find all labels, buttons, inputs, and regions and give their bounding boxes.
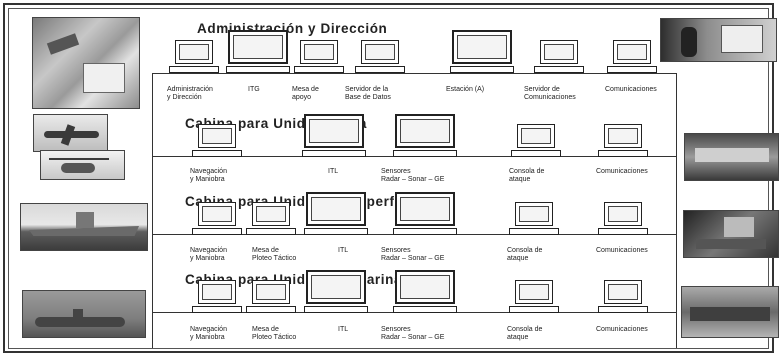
monitor-icon: [252, 280, 290, 304]
keyboard-icon: [598, 306, 648, 313]
keyboard-icon: [393, 228, 457, 235]
keyboard-icon: [294, 66, 344, 73]
monitor-icon: [515, 202, 553, 226]
keyboard-icon: [598, 228, 648, 235]
monitor-icon: [515, 280, 553, 304]
terminal-label: Navegación y Maniobra: [190, 168, 227, 183]
monitor-icon: [604, 202, 642, 226]
keyboard-icon: [607, 66, 657, 73]
keyboard-icon: [192, 228, 242, 235]
terminal-label: Servidor de la Base de Datos: [345, 86, 391, 101]
admin-title: Administración y Dirección: [197, 21, 388, 36]
operator-photo: [660, 18, 777, 62]
monitor-icon: [252, 202, 290, 226]
submarine-photo: [22, 290, 146, 338]
keyboard-icon: [511, 150, 561, 157]
keyboard-icon: [304, 306, 368, 313]
terminal-label: Mesa de Ploteo Táctico: [252, 326, 297, 341]
terminal-label: Comunicaciones: [605, 86, 657, 93]
keyboard-icon: [246, 228, 296, 235]
monitor-icon: [361, 40, 399, 64]
terminal-label: Sensores Radar – Sonar – GE: [381, 168, 445, 183]
terminal-label: ITL: [338, 326, 349, 333]
terminal-label: ITL: [338, 247, 349, 254]
terminal-label: Comunicaciones: [596, 326, 648, 333]
terminal-label: Consola de ataque: [507, 247, 543, 262]
terminal-label: Comunicaciones: [596, 168, 648, 175]
monitor-icon: [604, 124, 642, 148]
monitor-icon: [452, 30, 512, 64]
helicopter-photo: [40, 150, 125, 180]
keyboard-icon: [192, 306, 242, 313]
control-room-photo: [681, 286, 779, 338]
monitor-icon: [613, 40, 651, 64]
terminal-label: Estación (A): [446, 86, 485, 93]
terminal-label: Consola de ataque: [507, 326, 543, 341]
keyboard-icon: [598, 150, 648, 157]
keyboard-icon: [192, 150, 242, 157]
terminal-label: Mesa de Ploteo Táctico: [252, 247, 297, 262]
monitor-icon: [198, 280, 236, 304]
monitor-icon: [300, 40, 338, 64]
terminal-label: Sensores Radar – Sonar – GE: [381, 326, 445, 341]
monitor-icon: [395, 270, 455, 304]
keyboard-icon: [302, 150, 366, 157]
terminal-label: Navegación y Maniobra: [190, 247, 227, 262]
monitor-icon: [304, 114, 364, 148]
admin-bus-line: [152, 73, 677, 74]
keyboard-icon: [304, 228, 368, 235]
map-photo: [32, 17, 140, 109]
keyboard-icon: [509, 306, 559, 313]
terminal-label: Servidor de Comunicaciones: [524, 86, 576, 101]
keyboard-icon: [393, 150, 457, 157]
monitor-icon: [198, 124, 236, 148]
monitor-icon: [395, 114, 455, 148]
monitor-icon: [175, 40, 213, 64]
keyboard-icon: [226, 66, 290, 73]
terminal-label: Administración y Dirección: [167, 86, 213, 101]
keyboard-icon: [246, 306, 296, 313]
terminal-label: Sensores Radar – Sonar – GE: [381, 247, 445, 262]
keyboard-icon: [509, 228, 559, 235]
monitor-icon: [228, 30, 288, 64]
terminal-label: Mesa de apoyo: [292, 86, 319, 101]
keyboard-icon: [534, 66, 584, 73]
keyboard-icon: [355, 66, 405, 73]
combat-room-photo: [683, 210, 779, 258]
terminal-label: ITG: [248, 86, 260, 93]
terminal-label: Consola de ataque: [509, 168, 545, 183]
aircraft-photo: [33, 114, 108, 152]
monitor-icon: [306, 270, 366, 304]
right-trunk-line: [676, 73, 677, 348]
monitor-icon: [604, 280, 642, 304]
monitor-icon: [198, 202, 236, 226]
monitor-icon: [306, 192, 366, 226]
monitor-icon: [540, 40, 578, 64]
cockpit-photo: [684, 133, 779, 181]
keyboard-icon: [393, 306, 457, 313]
frigate-photo: [20, 203, 148, 251]
terminal-label: ITL: [328, 168, 339, 175]
terminal-label: Navegación y Maniobra: [190, 326, 227, 341]
monitor-icon: [517, 124, 555, 148]
terminal-label: Comunicaciones: [596, 247, 648, 254]
monitor-icon: [395, 192, 455, 226]
keyboard-icon: [169, 66, 219, 73]
left-trunk-line: [152, 73, 153, 348]
keyboard-icon: [450, 66, 514, 73]
